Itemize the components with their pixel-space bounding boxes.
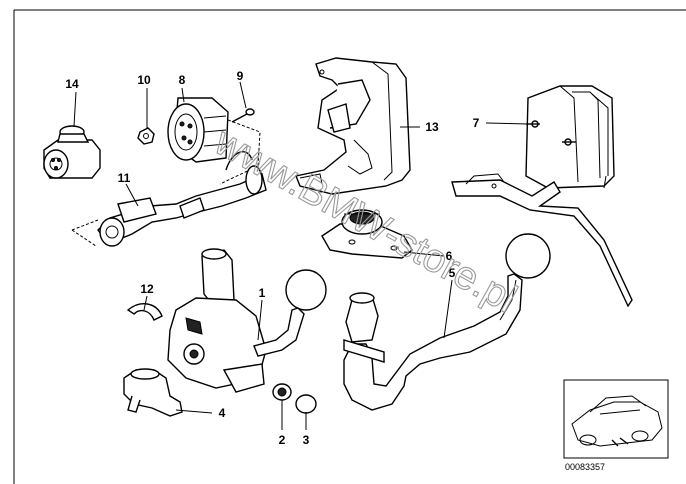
part-7-control-module[interactable]: [525, 85, 615, 189]
rail-bracket[interactable]: [451, 173, 633, 308]
part-9-screw[interactable]: [231, 108, 255, 123]
callout-10: 10: [137, 73, 151, 87]
leader-lines: [73, 81, 529, 430]
callout-3: 3: [303, 433, 310, 447]
callout-2: 2: [279, 433, 286, 447]
callout-14: 14: [65, 77, 79, 91]
callout-1: 1: [259, 286, 266, 300]
callout-13: 13: [425, 120, 439, 134]
part-2-plug[interactable]: [272, 383, 292, 401]
part-13-bracket[interactable]: [295, 57, 411, 195]
part-5-tow-bar[interactable]: [343, 233, 551, 411]
part-1-hitch-assembly[interactable]: [167, 248, 327, 393]
part-6-mounting-flange[interactable]: [321, 209, 413, 259]
callout-9: 9: [237, 69, 244, 83]
part-12-clip[interactable]: [126, 303, 163, 321]
reference-number: 00083357: [565, 462, 605, 472]
callout-8: 8: [179, 73, 186, 87]
callout-11: 11: [118, 171, 131, 185]
part-14-socket-adapter[interactable]: [43, 125, 101, 179]
callout-12: 12: [140, 282, 154, 296]
assembly-dashed-line: [219, 119, 261, 185]
vehicle-thumbnail: 00083357: [563, 379, 669, 472]
part-10-nut[interactable]: [137, 127, 155, 145]
part-3-cap[interactable]: [295, 394, 317, 414]
callout-4: 4: [219, 406, 226, 420]
callout-5: 5: [449, 266, 456, 280]
part-8-socket[interactable]: [167, 97, 229, 163]
callout-7: 7: [473, 116, 480, 130]
part-4-lock[interactable]: [123, 368, 183, 417]
callout-6: 6: [446, 249, 453, 263]
part-11-wiring-harness[interactable]: [71, 151, 267, 247]
